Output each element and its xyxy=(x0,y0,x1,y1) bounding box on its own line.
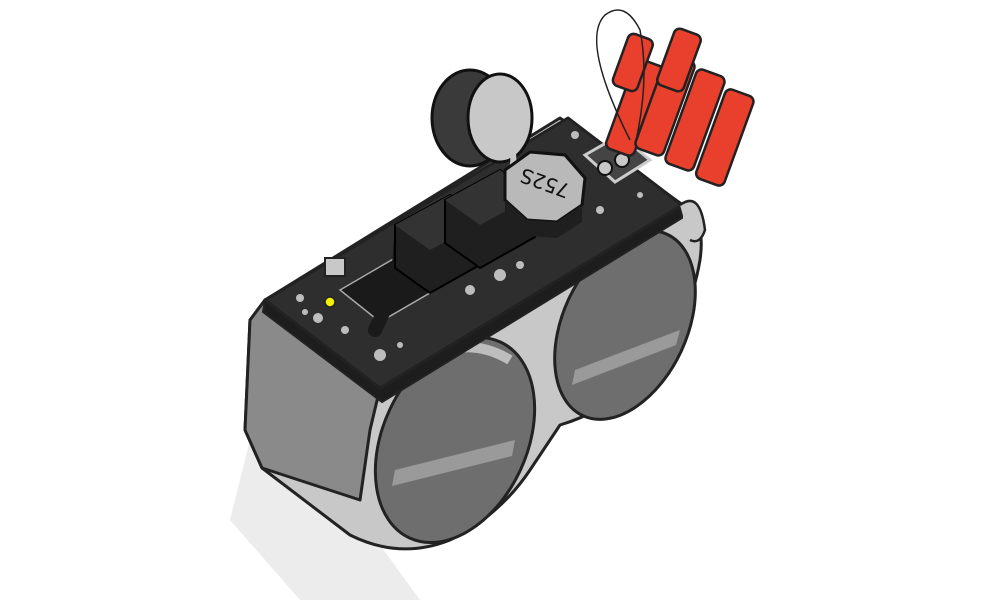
connector-pin xyxy=(597,160,613,176)
antenna-loop xyxy=(595,9,645,146)
button-component xyxy=(324,257,346,277)
ring-hole-left xyxy=(373,335,537,545)
ring-hole-left-highlight xyxy=(392,440,515,486)
led-icon xyxy=(324,296,336,308)
coin-battery-face xyxy=(466,72,534,164)
main-chip-side xyxy=(505,200,582,238)
red-battery-pack xyxy=(604,27,755,187)
ring-hole-right-highlight xyxy=(572,330,680,385)
battery-wires xyxy=(679,199,707,243)
solder-specks xyxy=(296,131,643,361)
